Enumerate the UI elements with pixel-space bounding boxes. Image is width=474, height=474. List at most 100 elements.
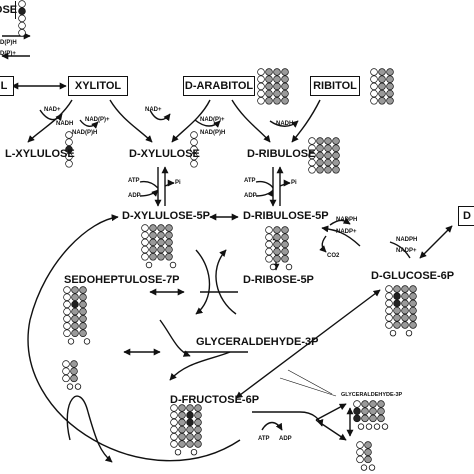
chain-left-small-1 [62,360,74,390]
carbon-atom [273,68,281,76]
carbon-atom [71,322,79,330]
carbon-atom [393,321,401,329]
cofactor-nadp-3: NADP+ [336,229,357,235]
carbon-atom [71,315,79,323]
carbon-atom [370,75,378,83]
carbon-atom [190,145,198,154]
carbon-atom [308,144,316,152]
carbon-atom [63,286,71,294]
carbon-atom [70,374,78,383]
carbon-atom [79,300,87,309]
cofactor-atp-1: ATP [128,178,140,184]
carbon-atom [409,321,417,329]
label-l-xylulose: L-XYLULOSE [5,148,75,160]
carbon-atom [316,166,324,174]
carbon-atom [273,75,281,83]
carbon-atom [71,300,79,309]
chain-d-ribulose-1 [308,137,316,174]
carbon-atom [364,455,372,464]
carbon-atom [18,29,26,37]
cofactor-co2: CO2 [327,253,340,259]
carbon-atom [257,97,265,105]
curl-nadh-2 [269,120,299,128]
carbon-atom [401,299,409,308]
carbon-atom [281,97,289,105]
carbon-atom [70,367,78,375]
carbon-atom [170,418,178,427]
cofactor-pi-1: Pi [175,180,181,186]
phosphate-mark [381,423,389,430]
carbon-atom [257,68,265,76]
arrow-d-to-g6p [419,225,453,259]
phosphate-mark [269,263,277,271]
ta-curve-2 [169,351,231,381]
curl-atp-1 [139,180,159,189]
chain-g3p-2 [361,400,373,430]
loop-small [66,395,89,441]
carbon-atom [265,97,273,105]
phosphate-mark [83,338,91,345]
cofactor-atp-2: ATP [244,178,256,184]
carbon-atom [273,233,281,241]
carbon-atom [157,253,165,261]
carbon-atom [157,224,165,232]
chain-xylu5p-2 [149,224,157,261]
carbon-atom [62,374,70,383]
chain-ribitol-3 [386,68,394,105]
carbon-atom [63,293,71,301]
carbon-atom [273,89,281,98]
chain-g3p-4 [377,400,389,430]
carbon-atom [194,433,202,441]
carbon-atom [65,131,73,139]
carbon-atom [361,414,369,423]
curl-pi-2 [279,179,291,187]
carbon-atom [273,247,281,256]
carbon-atom [273,82,281,91]
curl-adp-2 [255,189,274,198]
carbon-atom [265,82,273,91]
carbon-atom [409,285,417,293]
carbon-atom [186,404,194,412]
chain-g6p-1 [385,285,397,337]
curl-nadp-2 [194,119,221,128]
arrow-arabitol-to-dxylulose [171,99,211,143]
carbon-atom [332,158,340,167]
phosphate-mark [66,383,74,390]
cofactor-top-nadp: D(P)+ [0,51,16,57]
carbon-atom [308,151,316,160]
carbon-atom [324,137,332,145]
curl-nad-1 [39,109,63,122]
carbon-atom [194,411,202,419]
carbon-atom [364,441,372,449]
arrow-f6p-kinase [252,411,324,427]
carbon-atom [265,233,273,241]
carbon-atom [370,68,378,76]
carbon-atom [157,231,165,239]
chain-arabitol-3 [273,68,281,105]
carbon-atom [178,418,186,427]
carbon-atom [273,226,281,234]
carbon-atom [393,285,401,293]
chain-xylu5p-3 [157,224,165,261]
carbon-atom [409,292,417,300]
chain-g6p-2 [393,285,401,329]
carbon-atom [281,226,289,234]
cofactor-atp-3: ATP [258,436,270,442]
carbon-atom [79,286,87,294]
carbon-atom [370,97,378,105]
phosphate-mark [368,464,376,471]
carbon-atom [71,286,79,294]
carbon-atom [141,224,149,232]
carbon-atom [71,293,79,301]
chain-arabitol-2 [265,68,273,105]
carbon-atom [186,433,194,441]
carbon-atom [332,144,340,152]
phosphate-mark [190,449,198,456]
carbon-atom [149,224,157,232]
carbon-atom [353,414,361,423]
curl-nadp-1 [79,119,99,129]
carbon-atom [385,285,393,293]
phosphate-mark [174,449,182,456]
carbon-atom [257,75,265,83]
phosphate-mark [74,383,82,390]
